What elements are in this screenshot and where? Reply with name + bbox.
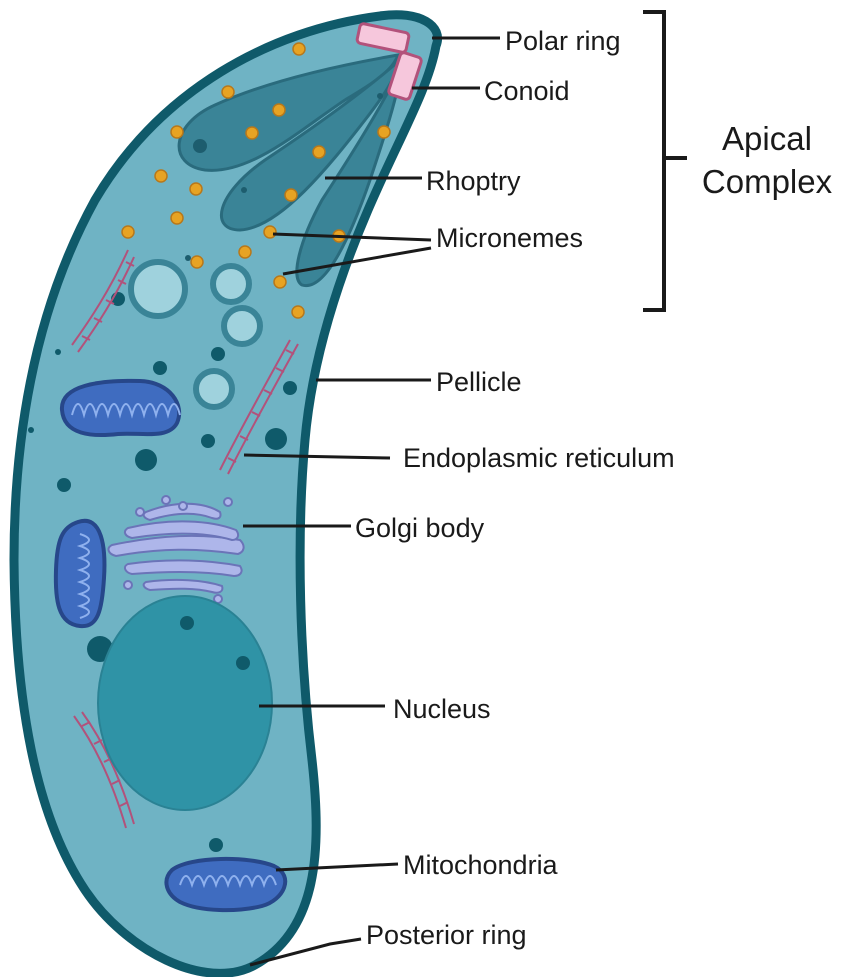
dense-granule	[201, 434, 215, 448]
dense-granule	[135, 449, 157, 471]
rhoptry-granule	[377, 93, 383, 99]
label-golgi-body: Golgi body	[355, 513, 485, 543]
rhoptry-granule	[241, 187, 247, 193]
label-apical: Apical	[722, 120, 812, 157]
microneme	[292, 306, 304, 318]
label-mitochondria: Mitochondria	[403, 850, 559, 880]
dense-granule	[283, 381, 297, 395]
dense-granule	[211, 347, 225, 361]
dense-granule	[57, 478, 71, 492]
microneme	[293, 43, 305, 55]
microneme	[246, 127, 258, 139]
label-complex: Complex	[702, 163, 833, 200]
label-rhoptry: Rhoptry	[426, 166, 521, 196]
nucleolus	[180, 616, 194, 630]
apical-complex-bracket	[643, 12, 687, 310]
label-posterior-ring: Posterior ring	[366, 920, 527, 950]
label-conoid: Conoid	[484, 76, 570, 106]
dense-granule	[28, 427, 34, 433]
microneme	[274, 276, 286, 288]
label-endoplasmic-reticulum: Endoplasmic reticulum	[403, 443, 675, 473]
microneme	[285, 189, 297, 201]
dense-granule	[153, 361, 167, 375]
vesicle	[213, 266, 249, 302]
dense-granule	[55, 349, 61, 355]
microneme	[239, 246, 251, 258]
label-polar-ring: Polar ring	[505, 26, 621, 56]
dense-granule	[265, 428, 287, 450]
microneme	[273, 104, 285, 116]
microneme	[313, 146, 325, 158]
label-micronemes: Micronemes	[436, 223, 583, 253]
rhoptry-granule	[193, 139, 207, 153]
mitochondrion	[166, 859, 285, 910]
label-pellicle: Pellicle	[436, 367, 522, 397]
microneme	[190, 183, 202, 195]
microneme	[378, 126, 390, 138]
microneme	[264, 226, 276, 238]
microneme	[122, 226, 134, 238]
vesicle	[224, 308, 260, 344]
vesicle	[196, 371, 232, 407]
mitochondrion	[62, 381, 180, 435]
nucleus	[98, 596, 272, 810]
microneme	[171, 212, 183, 224]
dense-granule	[209, 838, 223, 852]
microneme	[191, 256, 203, 268]
microneme	[222, 86, 234, 98]
microneme	[171, 126, 183, 138]
vesicle	[131, 262, 185, 316]
label-nucleus: Nucleus	[393, 694, 491, 724]
microneme	[155, 170, 167, 182]
rhoptry-granule	[185, 255, 191, 261]
mitochondrion	[56, 521, 105, 626]
nucleolus	[236, 656, 250, 670]
